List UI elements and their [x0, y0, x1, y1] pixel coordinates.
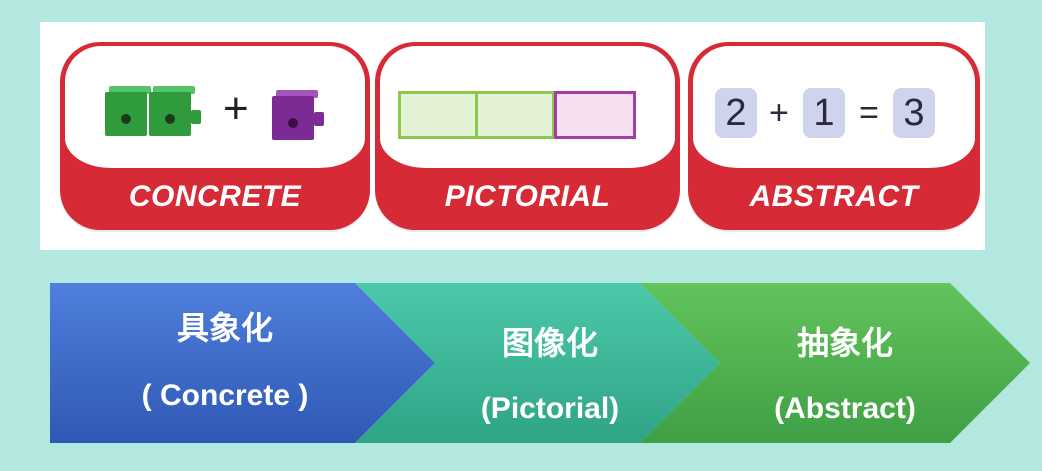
- equals-sign: =: [859, 94, 879, 132]
- cube-connector-icon: [314, 112, 324, 126]
- pictorial-chinese-label: 图像化: [501, 325, 598, 361]
- abstract-english-label: (Abstract): [774, 392, 916, 425]
- pictorial-label: PICTORIAL: [444, 180, 611, 213]
- arrow-concrete-text: 具象化 ( Concrete ): [80, 303, 370, 413]
- abstract-chinese-label: 抽象化: [796, 325, 893, 361]
- concrete-chinese-label: 具象化: [176, 310, 273, 346]
- plus-sign: +: [223, 84, 249, 133]
- purple-cube-icon: [272, 90, 320, 140]
- green-cube-icon: [149, 86, 197, 136]
- abstract-card-body: 2 + 1 = 3: [693, 46, 975, 168]
- plus-sign: +: [769, 94, 789, 132]
- pictorial-card-body: [380, 46, 675, 168]
- concrete-card: + CONCRETE: [60, 42, 370, 230]
- bar-model-segment-green: [475, 91, 555, 139]
- arrow-pictorial-text: 图像化 (Pictorial): [430, 318, 670, 426]
- concrete-english-label: ( Concrete ): [141, 379, 309, 412]
- abstract-label: ABSTRACT: [749, 180, 919, 213]
- number-three: 3: [893, 88, 935, 138]
- cube-connector-icon: [191, 110, 201, 124]
- arrow-pictorial: [355, 283, 720, 443]
- arrow-concrete: [50, 283, 435, 443]
- arrow-abstract-text: 抽象化 (Abstract): [720, 318, 970, 426]
- green-cube-icon: [105, 86, 153, 136]
- bar-model-segment-purple: [554, 91, 636, 139]
- pictorial-english-label: (Pictorial): [480, 392, 620, 425]
- abstract-card: 2 + 1 = 3 ABSTRACT: [688, 42, 980, 230]
- number-two: 2: [715, 88, 757, 138]
- bar-model-segment-green: [398, 91, 478, 139]
- pictorial-card: PICTORIAL: [375, 42, 680, 230]
- cpa-illustration-panel: + CONCRETE PICTORIAL 2 + 1 = 3 ABSTRACT: [40, 22, 985, 250]
- arrow-abstract: [640, 283, 1030, 443]
- number-one: 1: [803, 88, 845, 138]
- concrete-label: CONCRETE: [128, 180, 302, 213]
- concrete-card-body: +: [65, 46, 365, 168]
